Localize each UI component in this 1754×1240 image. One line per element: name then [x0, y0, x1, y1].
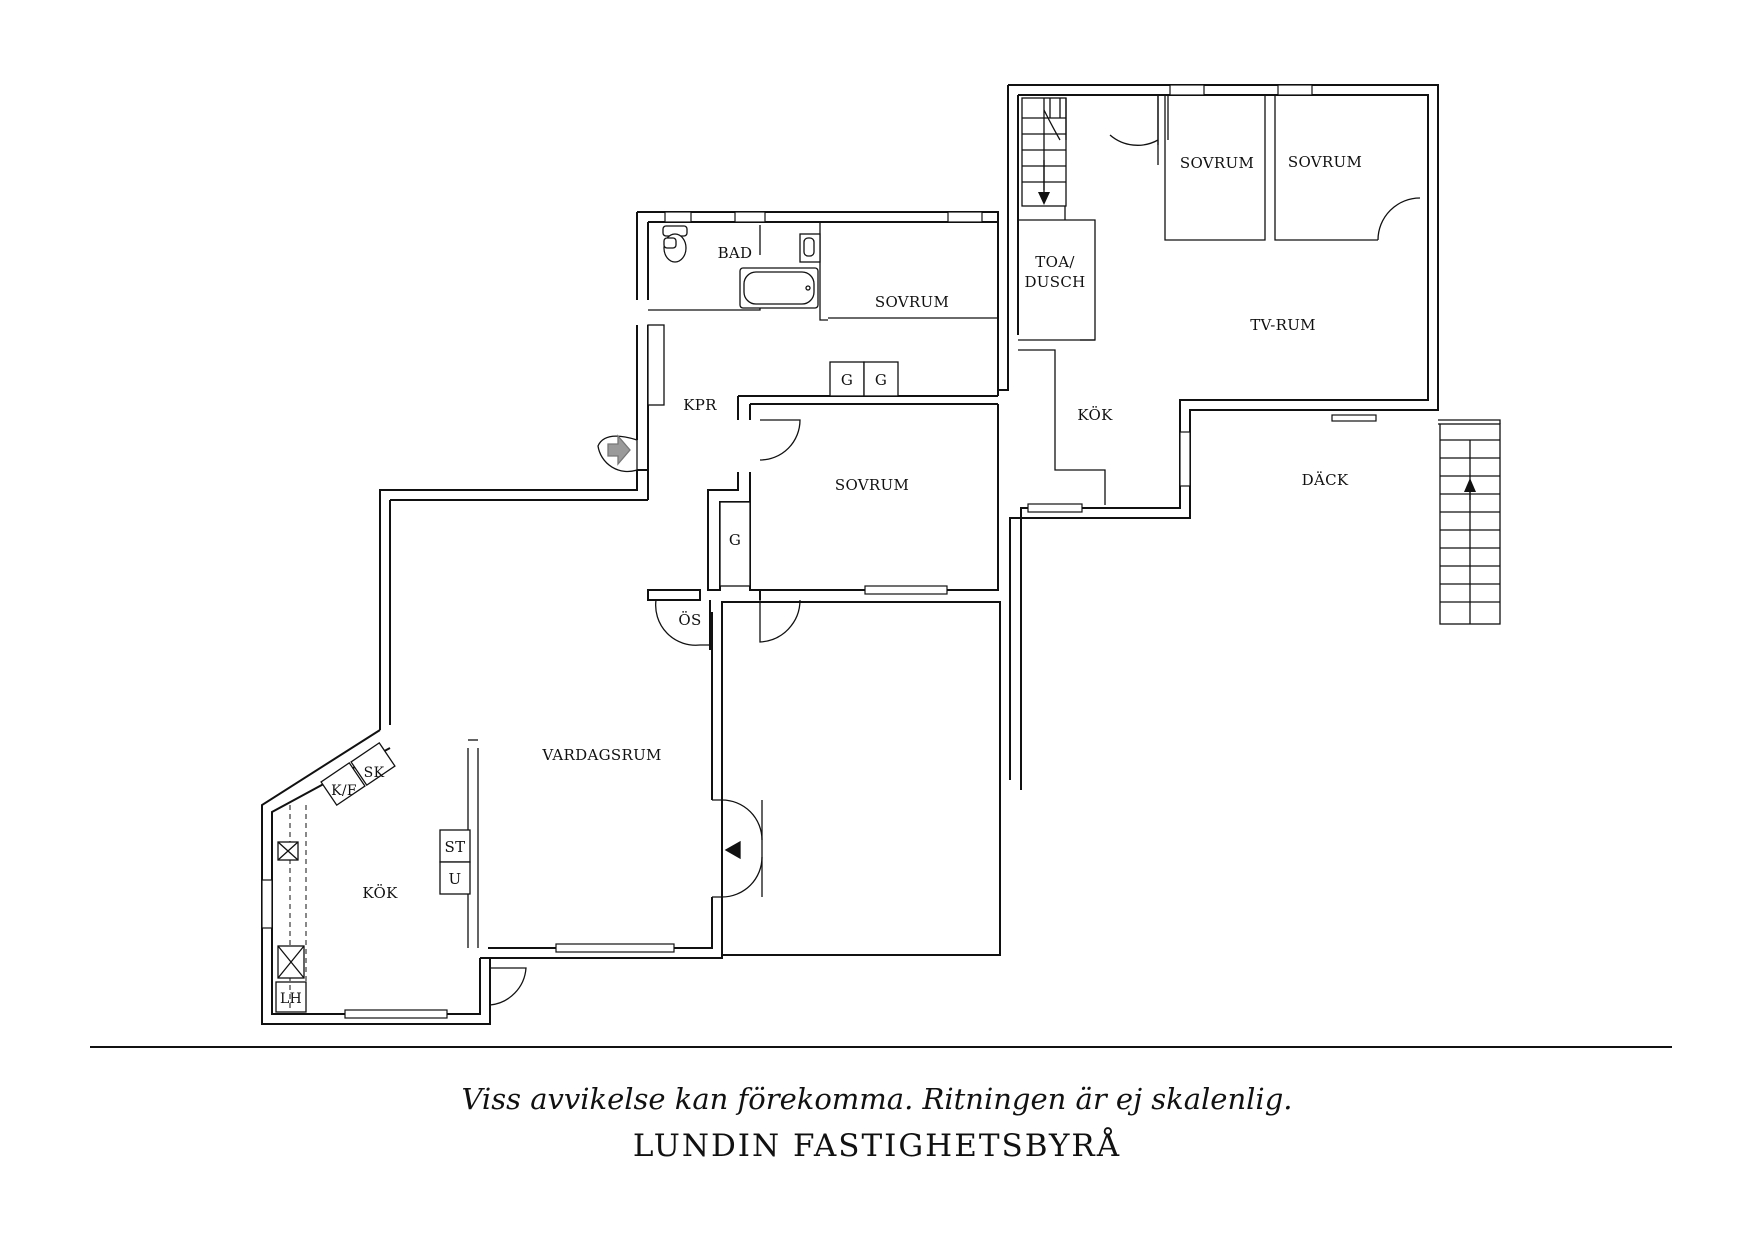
window [555, 943, 675, 953]
window [1277, 84, 1313, 96]
label-os: ÖS [678, 611, 701, 629]
door-double-frame [712, 799, 763, 898]
door-top-left [1109, 95, 1159, 165]
door-kitchen [489, 967, 527, 1006]
windows [261, 84, 1377, 1019]
countertop-dashes [289, 805, 307, 1010]
label-kpr: KPR [683, 396, 717, 414]
stair-top-curve [1043, 109, 1061, 141]
toilet-seat [663, 237, 677, 249]
label-toa-2: DUSCH [1024, 273, 1085, 291]
wall-sovrum-middle [749, 404, 999, 600]
window [1331, 414, 1377, 422]
bathtub-drain [805, 285, 811, 291]
brand-name: LUNDIN FASTIGHETSBYRÅ [632, 1128, 1122, 1164]
stair-top [1021, 97, 1067, 207]
wall-bath-sovrum [819, 222, 828, 321]
fixtures [275, 97, 1501, 1013]
room-labels: BAD SOVRUM KPR G G SOVRUM G ÖS VARDAGSRU… [280, 153, 1362, 1007]
wall-kpr-left [379, 325, 649, 730]
label-g2: G [875, 371, 887, 389]
wall-top-bedrooms [1164, 95, 1378, 241]
wall-lower-right [480, 601, 1001, 959]
door-double-top [721, 799, 763, 841]
dishwasher-marks [277, 945, 305, 979]
label-g3: G [729, 531, 741, 549]
footer-divider [90, 1046, 1672, 1048]
wall-kitchen-inner [271, 747, 481, 1015]
label-dack: DÄCK [1302, 471, 1349, 489]
window [664, 211, 692, 223]
label-lh: LH [280, 991, 302, 1007]
stove-marks [277, 841, 299, 861]
bathtub-inner [743, 271, 815, 305]
wall-sovrum-middle-top [737, 395, 998, 420]
sink-basin [803, 237, 815, 257]
kpr-closet [647, 324, 665, 406]
cabinet-sk [350, 741, 396, 787]
label-u: U [449, 870, 462, 888]
window [1169, 84, 1205, 96]
door-os [655, 599, 710, 646]
door-entrance [597, 435, 638, 473]
wall-os [647, 589, 701, 601]
exterior-walls [261, 84, 1439, 1025]
wall-vardagsrum-top [389, 499, 648, 725]
stair-up-arrow-icon [1464, 478, 1476, 492]
cabinet-st [439, 829, 471, 863]
label-g1: G [841, 371, 853, 389]
window [734, 211, 766, 223]
door-top-right [1377, 197, 1421, 241]
window [261, 879, 273, 929]
label-sovrum-top-a: SOVRUM [1180, 154, 1254, 172]
label-sovrum-top-b: SOVRUM [1288, 153, 1362, 171]
disclaimer-text: Viss avvikelse kan förekomma. Ritningen … [461, 1082, 1293, 1116]
cabinet-kf [320, 761, 366, 807]
door-double-bottom [721, 856, 763, 898]
label-bad: BAD [718, 244, 753, 262]
entrance-arrow-icon [607, 434, 631, 466]
label-vardagsrum: VARDAGSRUM [541, 746, 661, 764]
wardrobe-g2 [863, 361, 899, 397]
wall-stair-right [1157, 95, 1169, 145]
label-tv-rum: TV-RUM [1250, 316, 1316, 334]
wardrobe-g3 [719, 501, 751, 587]
window [864, 585, 948, 595]
window [1179, 431, 1191, 487]
label-sk: SK [364, 765, 385, 781]
wardrobe-g1 [829, 361, 865, 397]
wall-right-left [998, 85, 1019, 391]
stair-deck [1438, 419, 1501, 625]
label-st: ST [445, 838, 466, 856]
wall-right-outer [1008, 84, 1439, 780]
label-toa-1: TOA/ [1035, 253, 1075, 271]
window [344, 1009, 448, 1019]
cabinet-u [439, 861, 471, 895]
window [947, 211, 983, 223]
doors [489, 95, 1421, 1006]
entrance-arrow-icon-2 [724, 840, 741, 860]
label-kf: K/F [331, 783, 357, 799]
window [1027, 503, 1083, 513]
wall-kok-right [1018, 349, 1106, 505]
label-kok-right: KÖK [1077, 406, 1113, 424]
label-sovrum-middle: SOVRUM [835, 476, 909, 494]
door-sovrum-middle [759, 419, 801, 461]
floor-plan: BAD SOVRUM KPR G G SOVRUM G ÖS VARDAGSRU… [261, 84, 1501, 1025]
stair-deck-top [1438, 419, 1501, 425]
wall-right-inner [1018, 94, 1429, 790]
label-kok-left: KÖK [362, 884, 398, 902]
door-garage [759, 599, 801, 643]
stair-down-arrow-icon [1038, 192, 1050, 205]
cabinet-lh [275, 981, 307, 1013]
wall-vardagsrum-right [488, 612, 713, 949]
wall-toa [1018, 219, 1096, 341]
label-sovrum-upper-left: SOVRUM [875, 293, 949, 311]
